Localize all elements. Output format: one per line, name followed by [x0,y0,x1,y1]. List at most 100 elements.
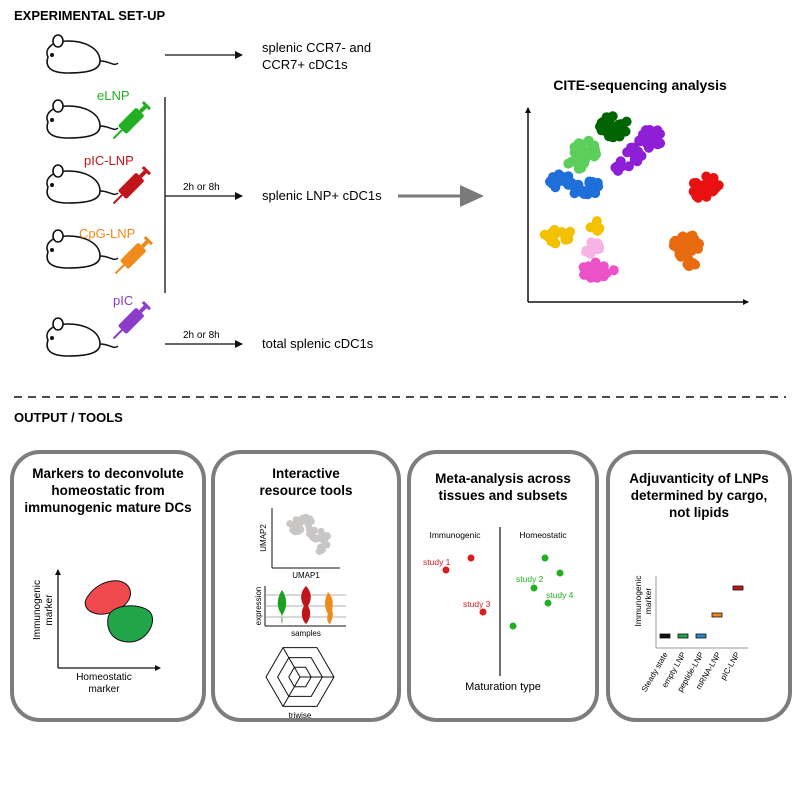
meta-dots [442,554,564,630]
mark-steady-state [659,633,671,639]
cite-axes [525,107,749,305]
radar-ring [288,666,312,688]
meta-left-group: Immunogenic [429,530,481,540]
cite-cluster-3-point [573,163,584,174]
syringe-icon-pic [112,301,151,340]
meta-dot-green-1 [541,554,549,562]
meta-right-group: Homeostatic [519,530,567,540]
violin-y-label: expression [254,587,263,626]
panel1-x-label-line-2: marker [88,684,120,695]
meta-dot-red-1 [442,566,450,574]
cite-umap-clusters [539,111,724,283]
study-4-label: study 4 [546,590,574,600]
timing-pic: 2h or 8h [183,330,220,341]
cite-cluster-2-point [652,139,663,150]
cite-cluster-4-point [573,179,584,190]
cite-cluster-1-point [615,119,626,130]
cite-cluster-8-point [586,263,597,274]
timing-lnp: 2h or 8h [183,182,220,193]
cite-cluster-8-point [590,270,601,281]
cite-cluster-2-point [638,129,648,140]
meta-dot-red-3 [479,608,487,616]
umap-point [304,521,313,529]
umap-point [290,521,298,529]
cite-cluster-7-point [592,238,603,249]
cite-cluster-2-point [643,142,654,153]
umap-point [312,535,320,543]
homeostatic-population-blob [107,605,153,643]
umap-point [299,514,307,523]
study-1-label: study 1 [423,557,451,567]
cite-cluster-5-point [708,174,718,185]
cite-cluster-9-point [677,244,688,255]
panel1-title-line-3: immunogenic mature DCs [24,500,191,515]
mark-pic-lnp [732,585,744,591]
cite-cluster-6-point [565,226,576,237]
treatment-label-pic-lnp: pIC-LNP [84,153,134,168]
panel4-y-label-line-2: marker [643,588,653,615]
cite-cluster-7-point [585,248,596,259]
panel1-y-label-line-1: Immunogenic [32,580,43,640]
cite-cluster-2-point [623,161,634,172]
violin-x-label: samples [291,629,321,638]
mouse-icon-cpg-lnp [46,229,119,269]
cite-cluster-5-point [690,187,701,197]
panel4-y-label-line-1: Immunogenic [633,575,643,627]
radar-label: triwise [289,711,312,720]
cite-cluster-6-point [594,223,605,234]
big-arrow-icon [398,185,484,207]
cite-cluster-4-point [553,169,564,180]
panel-adjuvanticity [606,450,792,722]
mark-empty-lnp [677,633,689,639]
setup-header: EXPERIMENTAL SET-UP [14,8,166,23]
panel4-title-line-3: not lipids [669,505,729,520]
radar-ring [277,657,323,697]
cite-cluster-2-point [631,146,642,157]
mark-peptide-lnp [695,633,707,639]
meta-dot-green-5 [509,622,517,630]
violin-1 [277,590,287,624]
cite-cluster-3-point [589,143,600,154]
cite-cluster-8-point [601,268,612,279]
violin-3 [325,592,333,624]
panel3-title-line-1: Meta-analysis across [435,471,571,486]
umap-point [294,527,302,536]
cite-cluster-5-point [698,181,709,191]
cite-cluster-2-point [631,153,642,164]
cite-cluster-9-point [685,240,696,251]
umap-x-label: UMAP1 [292,571,320,580]
cite-cluster-5-point [708,183,719,194]
cite-cluster-3-point [563,158,574,169]
panel1-title-line-1: Markers to deconvolute [32,466,184,481]
cite-cluster-2-point [649,129,660,140]
cite-cluster-1-point [601,112,612,123]
umap-y-label: UMAP2 [259,524,268,552]
cite-cluster-1-point [596,124,607,135]
mouse-icon-pic-lnp [46,164,119,204]
cite-cluster-3-point [589,151,600,162]
mouse-icon-elnp [46,99,119,139]
cite-cluster-2-point [615,156,626,167]
syringe-icon-cpg-lnp [114,236,153,275]
panel2-title-line-1: Interactive [272,466,340,481]
meta-dot-green-4 [544,599,552,607]
panel1-title-line-2: homeostatic from [51,483,164,498]
panel1-axes [55,569,161,671]
cite-cluster-6-point [556,227,567,237]
cite-cluster-9-point [676,232,687,243]
panel1-y-label-line-2: marker [44,594,55,626]
panel3-title-line-2: tissues and subsets [438,488,567,503]
radar-spoke [282,676,301,707]
panel-meta-analysis [407,450,599,722]
outcome-1-line-2: CCR7+ cDC1s [262,57,348,72]
cite-cluster-4-point [586,184,597,195]
outcome-2: splenic LNP+ cDC1s [262,188,382,203]
radar-ring [265,647,335,707]
output-header: OUTPUT / TOOLS [14,410,123,425]
treatment-label-pic: pIC [113,293,133,308]
cite-cluster-9-point [690,259,701,270]
cite-cluster-3-point [576,139,587,150]
radar-spoke [282,647,301,678]
cite-cluster-6-point [547,227,558,238]
